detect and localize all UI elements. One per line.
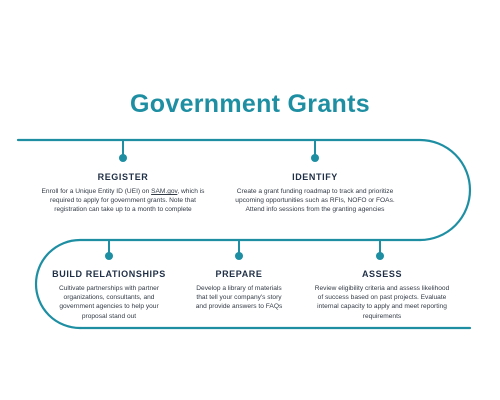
step-prepare: PREPARE Develop a library of materials t… [182, 269, 296, 312]
step-text-assess: Review eligibility criteria and assess l… [300, 284, 464, 321]
step-text-identify: Create a grant funding roadmap to track … [208, 187, 422, 215]
text-line: required to apply for government grants.… [50, 197, 196, 205]
page-title: Government Grants [130, 90, 370, 118]
text-line: Enroll for a Unique Entity ID (UEI) on S… [20, 187, 226, 196]
text-line: registration can take up to a month to c… [54, 206, 192, 214]
step-text-build-relationships: Cultivate partnerships with partner orga… [36, 284, 182, 321]
text-line: and provide answers to FAQs [195, 303, 283, 311]
step-assess: ASSESS Review eligibility criteria and a… [300, 269, 464, 321]
text-line: Cultivate partnerships with partner [58, 285, 160, 292]
step-title-prepare: PREPARE [215, 269, 263, 279]
step-title-build-relationships: BUILD RELATIONSHIPS [52, 269, 166, 279]
text-line: Create a grant funding roadmap to track … [236, 188, 394, 195]
step-title-assess: ASSESS [361, 269, 403, 279]
text-run: , which is [177, 188, 205, 195]
text-line: requirements [362, 312, 402, 320]
step-text-prepare: Develop a library of materials that tell… [182, 284, 296, 312]
text-line: Attend info sessions from the granting a… [245, 206, 385, 214]
identify-marker [311, 154, 319, 162]
step-identify: IDENTIFY Create a grant funding roadmap … [208, 172, 422, 215]
text-line: of success based on past projects. Evalu… [317, 294, 447, 302]
assess-marker [376, 252, 384, 260]
step-title-identify: IDENTIFY [292, 172, 338, 182]
text-line: upcoming opportunities such as RFIs, NOF… [235, 197, 395, 205]
prepare-marker [235, 252, 243, 260]
register-marker [119, 154, 127, 162]
timeline-top-line [16, 138, 472, 242]
text-line: organizations, consultants, and [63, 294, 155, 302]
text-line: proposal stand out [81, 312, 137, 320]
sam-gov-link[interactable]: SAM.gov [151, 188, 178, 195]
text-line: government agencies to help your [59, 303, 159, 311]
text-line: that tell your company's story [196, 294, 282, 302]
step-register: REGISTER Enroll for a Unique Entity ID (… [20, 172, 226, 215]
text-line: Review eligibility criteria and assess l… [314, 285, 450, 292]
step-text-register: Enroll for a Unique Entity ID (UEI) on S… [20, 187, 226, 215]
build-relationships-marker [105, 252, 113, 260]
text-run: Enroll for a Unique Entity ID (UEI) on [41, 188, 152, 195]
step-build-relationships: BUILD RELATIONSHIPS Cultivate partnershi… [36, 269, 182, 321]
text-line: Develop a library of materials [196, 285, 282, 292]
timeline-middle-line [34, 238, 422, 330]
step-title-register: REGISTER [97, 172, 149, 182]
text-line: internal capacity to apply and meet repo… [317, 303, 447, 311]
